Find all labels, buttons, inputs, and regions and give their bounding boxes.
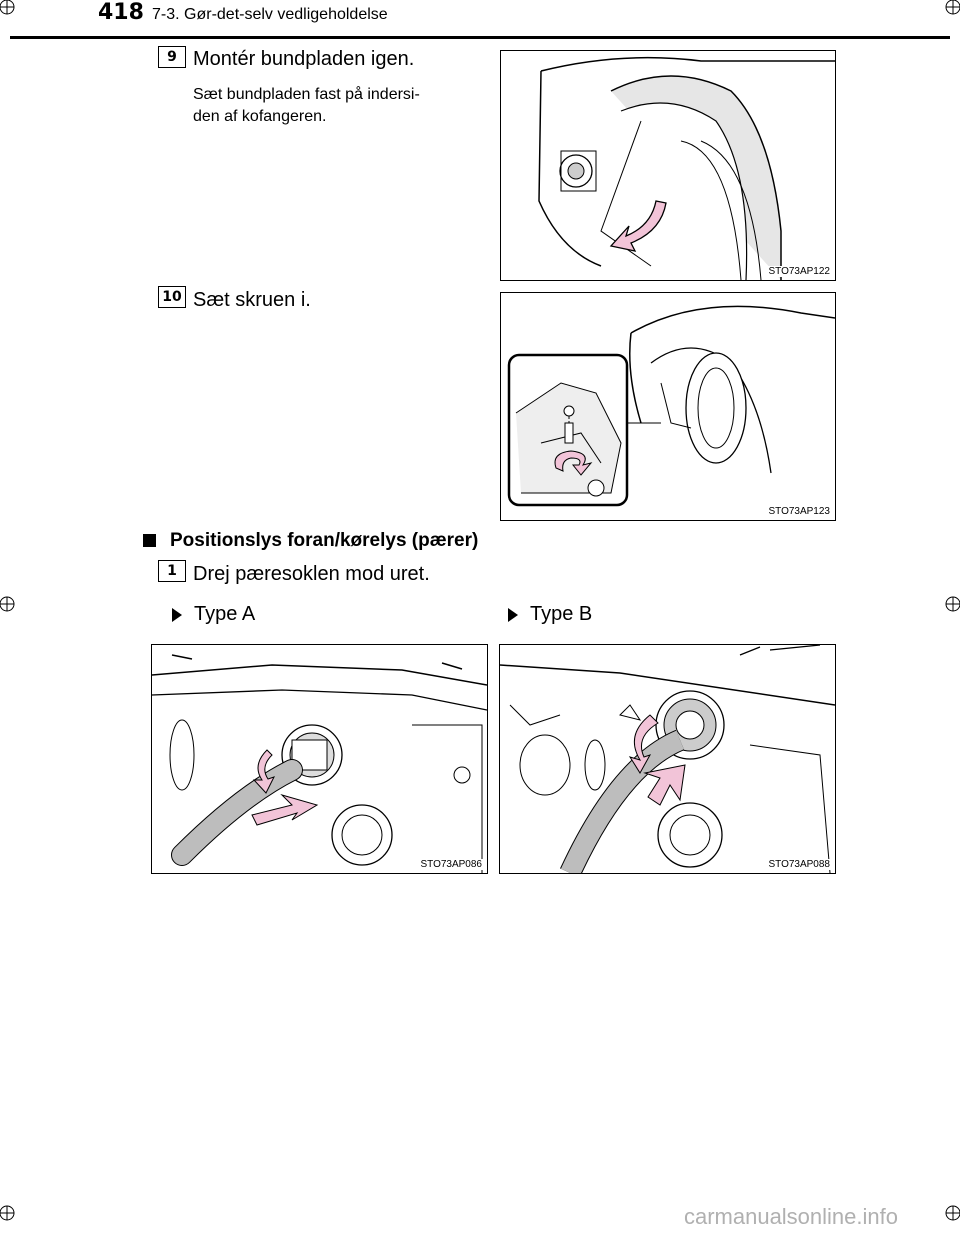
subsection-heading-text: Positionslys foran/kørelys (pærer): [170, 530, 479, 551]
figure-code: STO73AP088: [767, 859, 831, 870]
header-rule: [10, 36, 950, 39]
triangle-bullet-icon: [508, 607, 518, 622]
type-a-text: Type A: [194, 603, 256, 625]
wheel-arch-illustration: [538, 56, 835, 280]
bulb-socket-type-b-illustration: [500, 645, 835, 873]
figure-screw: STO73AP123: [500, 292, 836, 521]
type-b-label: Type B: [508, 603, 592, 626]
figure-type-b: STO73AP088: [499, 644, 836, 874]
step-10-badge: 10: [158, 286, 186, 308]
rotate-arrow-icon: [252, 749, 275, 794]
step-9-description-line-2: den af kofangeren.: [193, 108, 327, 125]
bulb-socket-type-a-illustration: [152, 654, 487, 873]
page-number: 418: [98, 0, 144, 25]
figure-underbody-panel: STO73AP122: [500, 50, 836, 281]
step-9-badge: 9: [158, 46, 186, 68]
type-a-label: Type A: [172, 603, 255, 626]
step-9-description: Sæt bundpladen fast på indersi- den af k…: [193, 84, 493, 128]
type-b-text: Type B: [530, 603, 593, 625]
figure-code: STO73AP123: [767, 506, 831, 517]
step-1-title: Drej pæresoklen mod uret.: [193, 563, 430, 585]
rotate-arrow-icon: [554, 450, 593, 476]
step-10-title: Sæt skruen i.: [193, 289, 311, 311]
figure-type-a: STO73AP086: [151, 644, 488, 874]
direction-arrow-icon: [609, 200, 667, 252]
screw-illustration: [507, 305, 835, 507]
triangle-bullet-icon: [172, 607, 182, 622]
step-9-title: Montér bundpladen igen.: [193, 48, 415, 70]
subsection-heading: Positionslys foran/kørelys (pærer): [143, 530, 478, 552]
rotate-arrow-icon: [628, 714, 659, 774]
pull-arrow-icon: [643, 764, 686, 806]
section-title: 7-3. Gør-det-selv vedligeholdelse: [152, 6, 388, 23]
figure-code: STO73AP086: [419, 859, 483, 870]
step-1-badge: 1: [158, 560, 186, 582]
figure-code: STO73AP122: [767, 266, 831, 277]
watermark: carmanualsonline.info: [683, 1204, 898, 1229]
pull-arrow-icon: [251, 793, 319, 826]
step-9-description-line-1: Sæt bundpladen fast på indersi-: [193, 86, 420, 103]
square-bullet-icon: [143, 534, 156, 547]
